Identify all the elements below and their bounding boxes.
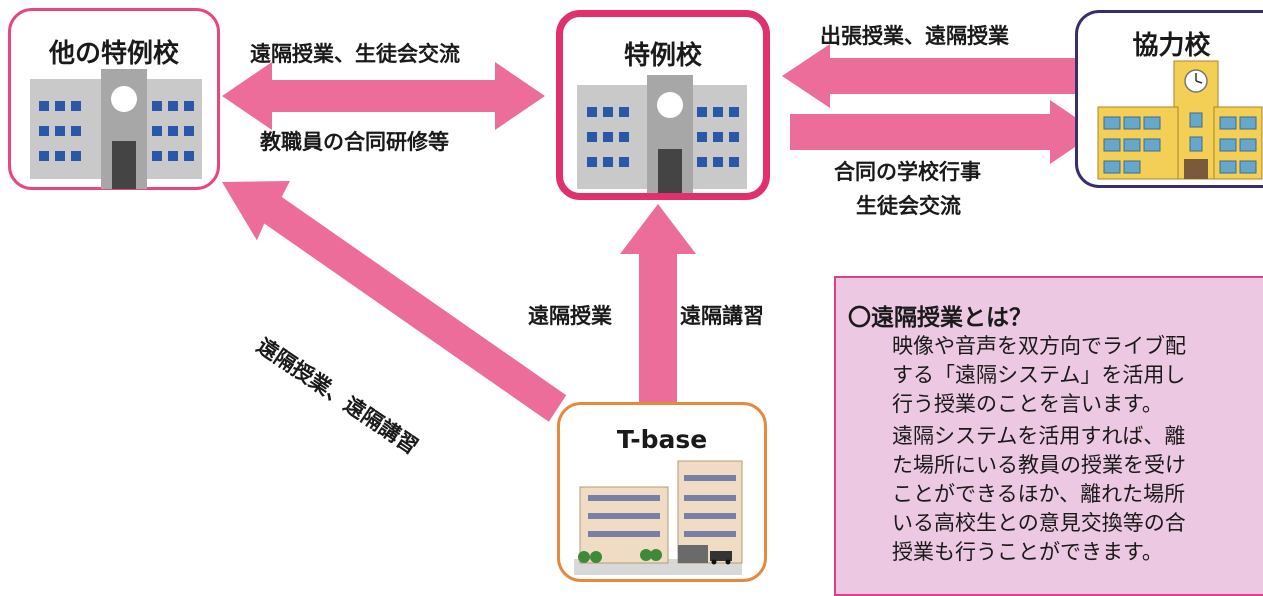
school-building-icon bbox=[1097, 60, 1263, 180]
arrow-tokurei-to-partner bbox=[790, 100, 1097, 164]
info-line: た場所にいる教員の授業を受け bbox=[892, 453, 1186, 477]
other-school-title: 他の特例校 bbox=[48, 39, 179, 69]
label-joint-council: 生徒会交流 bbox=[856, 194, 961, 218]
info-line: いる高校生との意見交換等の合 bbox=[892, 511, 1186, 535]
school-building-icon bbox=[577, 75, 747, 193]
tbase-title: T-base bbox=[616, 425, 708, 454]
arrow-partner-to-tokurei bbox=[782, 44, 1095, 108]
label-staff-training: 教職員の合同研修等 bbox=[260, 130, 449, 154]
node-tokurei: 特例校 bbox=[556, 10, 770, 200]
arrow-other-tokurei bbox=[222, 62, 545, 130]
label-remote-council: 遠隔授業、生徒会交流 bbox=[250, 42, 460, 66]
info-line: 授業も行うことができます。 bbox=[892, 540, 1163, 564]
node-other-school: 他の特例校 bbox=[8, 8, 220, 190]
node-partner: 協力校 bbox=[1075, 10, 1263, 188]
info-line: する「遠隔システム」を活用し bbox=[892, 363, 1186, 387]
label-up-remote-class: 遠隔授業 bbox=[528, 304, 612, 328]
info-line: 行う授業のことを言います。 bbox=[892, 392, 1163, 416]
label-up-remote-lecture: 遠隔講習 bbox=[680, 304, 764, 328]
info-line: ことができるほか、離れた場所 bbox=[892, 482, 1186, 506]
info-box: 〇遠隔授業とは？ 映像や音声を双方向でライブ配 する「遠隔システム」を活用し 行… bbox=[834, 276, 1263, 596]
info-line: 映像や音声を双方向でライブ配 bbox=[892, 334, 1186, 358]
school-building-icon bbox=[30, 69, 202, 189]
info-title: 〇遠隔授業とは？ bbox=[848, 305, 1032, 331]
office-building-icon bbox=[574, 460, 743, 575]
arrow-tbase-to-tokurei bbox=[620, 204, 696, 422]
label-joint-event: 合同の学校行事 bbox=[834, 160, 981, 184]
arrows-layer bbox=[222, 44, 1097, 422]
tokurei-title: 特例校 bbox=[623, 41, 702, 71]
partner-title: 協力校 bbox=[1132, 31, 1211, 61]
info-line: 遠隔システムを活用すれば、離 bbox=[892, 424, 1186, 448]
node-tbase: T-base bbox=[557, 402, 767, 582]
arrow-tbase-to-other bbox=[222, 181, 567, 422]
label-dispatch-remote: 出張授業、遠隔授業 bbox=[820, 24, 1009, 48]
